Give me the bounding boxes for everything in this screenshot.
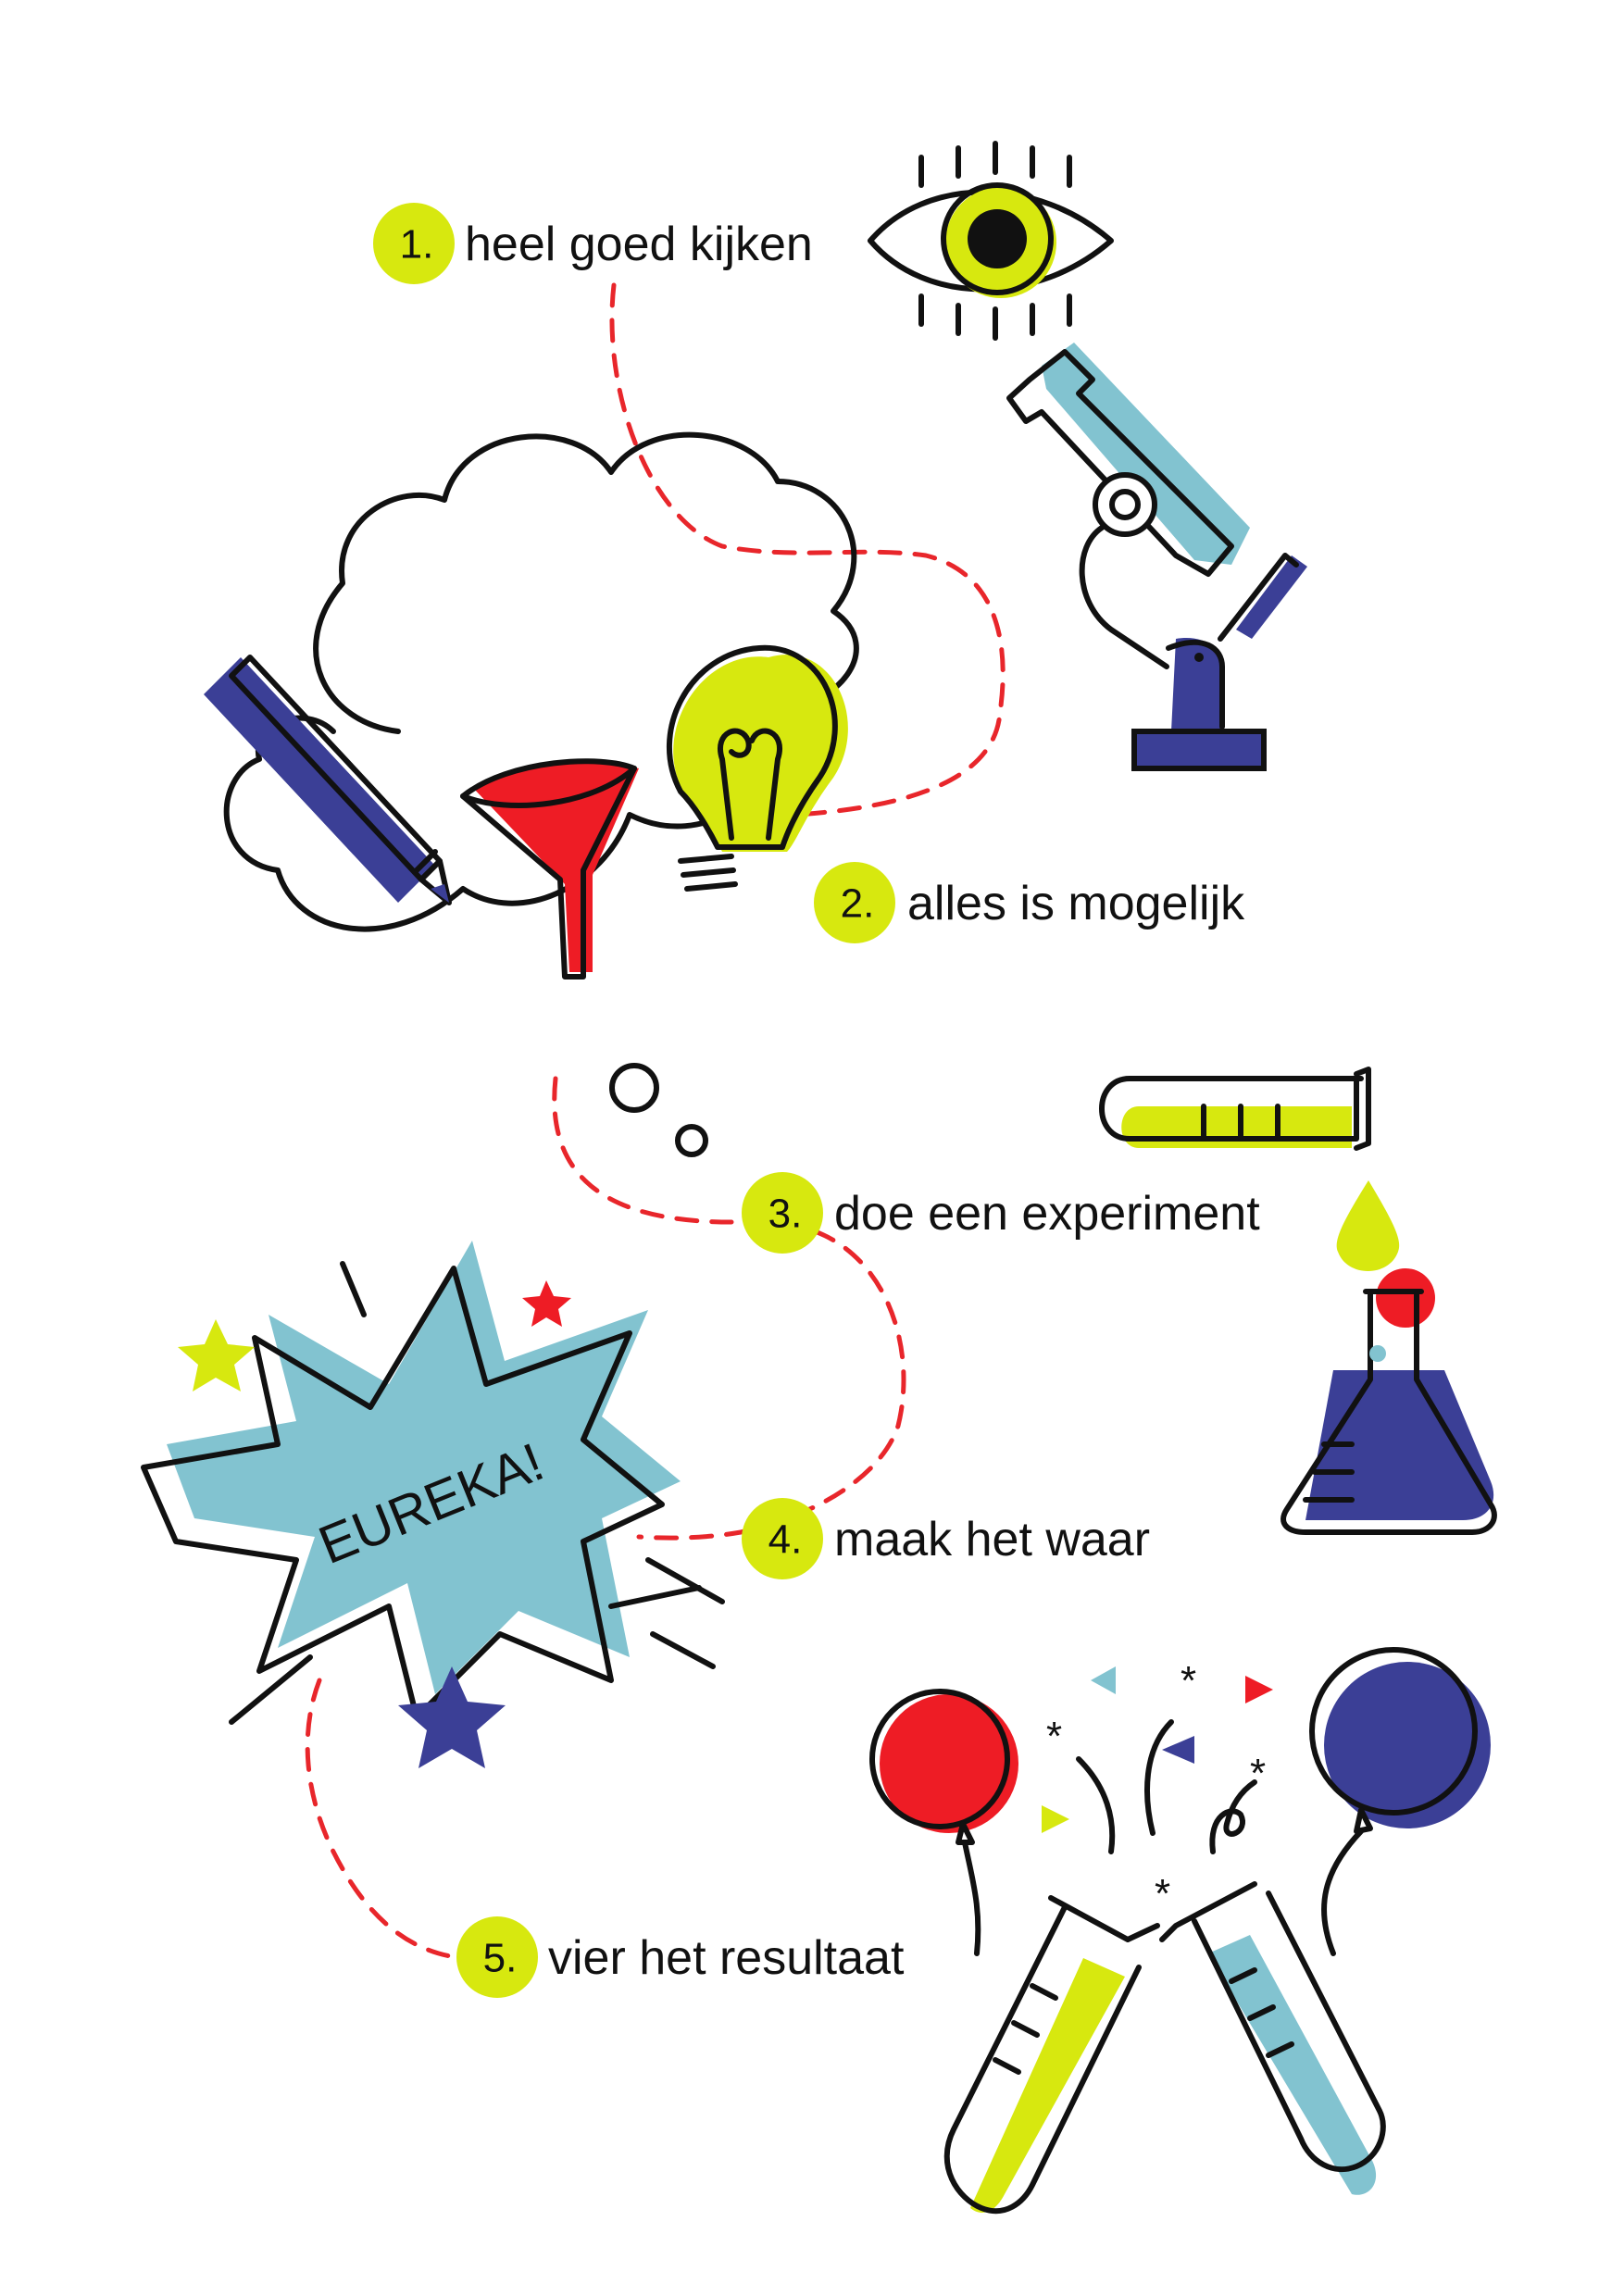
star-icon <box>178 1319 255 1391</box>
test-tube-icon <box>943 1895 1160 2215</box>
step-number: 5. <box>483 1936 518 1981</box>
step-label: maak het waar <box>834 1513 1150 1566</box>
svg-text:*: * <box>1046 1714 1062 1759</box>
step-label: doe een experiment <box>834 1187 1260 1241</box>
flask-icon <box>1280 1268 1497 1535</box>
funnel-icon <box>460 758 639 980</box>
pencil-icon <box>204 655 452 905</box>
dashed-path <box>305 282 1006 1961</box>
step-number: 3. <box>768 1192 803 1237</box>
step-number: 1. <box>400 222 434 268</box>
step-label: vier het resultaat <box>548 1931 905 1985</box>
svg-text:*: * <box>1181 1658 1196 1703</box>
step-5: 5. vier het resultaat <box>456 1916 905 1998</box>
balloon-icon <box>869 1689 1018 1956</box>
step-badge <box>742 1498 823 1579</box>
step-label: alles is mogelijk <box>907 877 1245 930</box>
burst-icon: EUREKA! <box>141 1241 725 1725</box>
step-badge <box>742 1172 823 1254</box>
confetti-icon: * * * * <box>1042 1658 1273 1916</box>
step-1: 1. heel goed kijken <box>373 203 813 284</box>
step-badge <box>814 862 895 943</box>
thought-cloud-icon <box>223 431 859 1157</box>
balloon-icon <box>1309 1647 1491 1956</box>
star-icon <box>398 1666 506 1768</box>
step-badge <box>456 1916 538 1998</box>
test-tube-icon <box>1159 1881 1386 2195</box>
test-tube-icon <box>1099 1067 1371 1151</box>
step-label: heel goed kijken <box>465 218 813 271</box>
step-2: 2. alles is mogelijk <box>814 862 1245 943</box>
step-3: 3. doe een experiment <box>742 1172 1260 1254</box>
microscope-icon <box>1006 343 1307 771</box>
star-icon <box>522 1280 571 1327</box>
svg-text:*: * <box>1155 1871 1170 1916</box>
step-badge <box>373 203 455 284</box>
step-number: 2. <box>841 881 875 927</box>
eye-icon <box>868 141 1114 341</box>
lightbulb-icon <box>666 644 848 892</box>
step-number: 4. <box>768 1517 803 1563</box>
svg-text:*: * <box>1250 1751 1266 1796</box>
step-4: 4. maak het waar <box>742 1498 1150 1579</box>
drop-icon <box>1336 1180 1400 1271</box>
